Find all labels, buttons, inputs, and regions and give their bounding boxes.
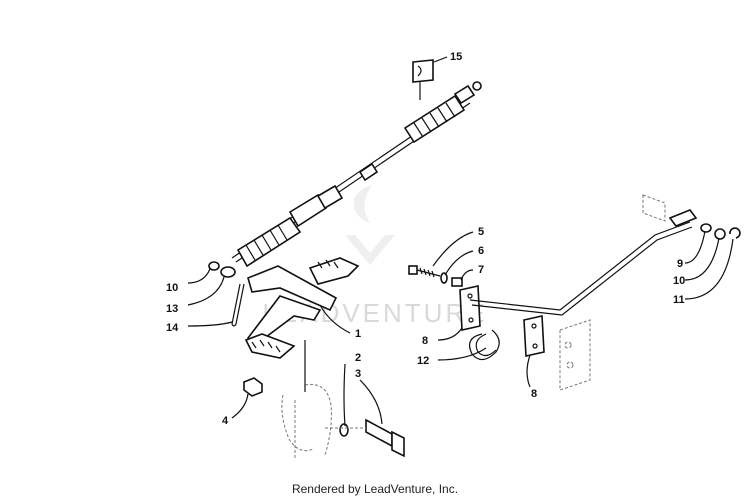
callout-14: 14 — [166, 322, 179, 334]
callout-3: 3 — [355, 368, 361, 380]
linkage-bolt — [408, 265, 441, 278]
callout-5: 5 — [478, 226, 484, 238]
mounting-plate-ghost — [559, 319, 591, 391]
callout-15: 15 — [450, 51, 462, 63]
callout-4: 4 — [222, 415, 229, 427]
washer-right-10 — [714, 228, 726, 240]
control-cable — [231, 81, 482, 268]
linkage-spacer — [451, 277, 463, 287]
callout-12: 12 — [417, 355, 429, 367]
linkage-bracket-left — [459, 285, 481, 331]
rod-end-ghost — [642, 194, 666, 222]
callout-8-right: 8 — [531, 388, 537, 400]
lower-cable-boot — [236, 193, 328, 268]
linkage-bracket-right — [523, 315, 545, 357]
pivot-nut — [243, 377, 263, 397]
callout-1: 1 — [355, 328, 361, 340]
callout-11: 11 — [673, 294, 685, 306]
brake-rod — [469, 221, 693, 361]
callout-10-right: 10 — [673, 275, 685, 287]
rod-end-link — [668, 209, 698, 227]
callout-10-left: 10 — [166, 282, 178, 294]
cable-clip — [412, 59, 434, 100]
callout-7: 7 — [478, 264, 484, 276]
callout-6: 6 — [478, 245, 484, 257]
retaining-clip — [729, 227, 741, 239]
frame-bracket-ghost — [281, 383, 332, 460]
washer-left — [208, 261, 220, 271]
pivot-washer — [339, 423, 349, 437]
pivot-bolt — [365, 418, 405, 458]
clevis-pin — [220, 266, 236, 278]
brake-pedal — [244, 257, 360, 359]
callout-8-left: 8 — [422, 335, 428, 347]
callout-2: 2 — [355, 352, 361, 364]
leader-lines — [187, 56, 734, 427]
linkage-washer — [440, 272, 448, 284]
callout-9: 9 — [677, 258, 683, 270]
callout-13: 13 — [166, 303, 178, 315]
watermark-logo — [345, 185, 395, 265]
footer-credit: Rendered by LeadVenture, Inc. — [291, 482, 459, 496]
washer-right-9 — [700, 223, 712, 233]
cotter-pin — [231, 283, 245, 327]
upper-cable-boot — [403, 81, 482, 144]
